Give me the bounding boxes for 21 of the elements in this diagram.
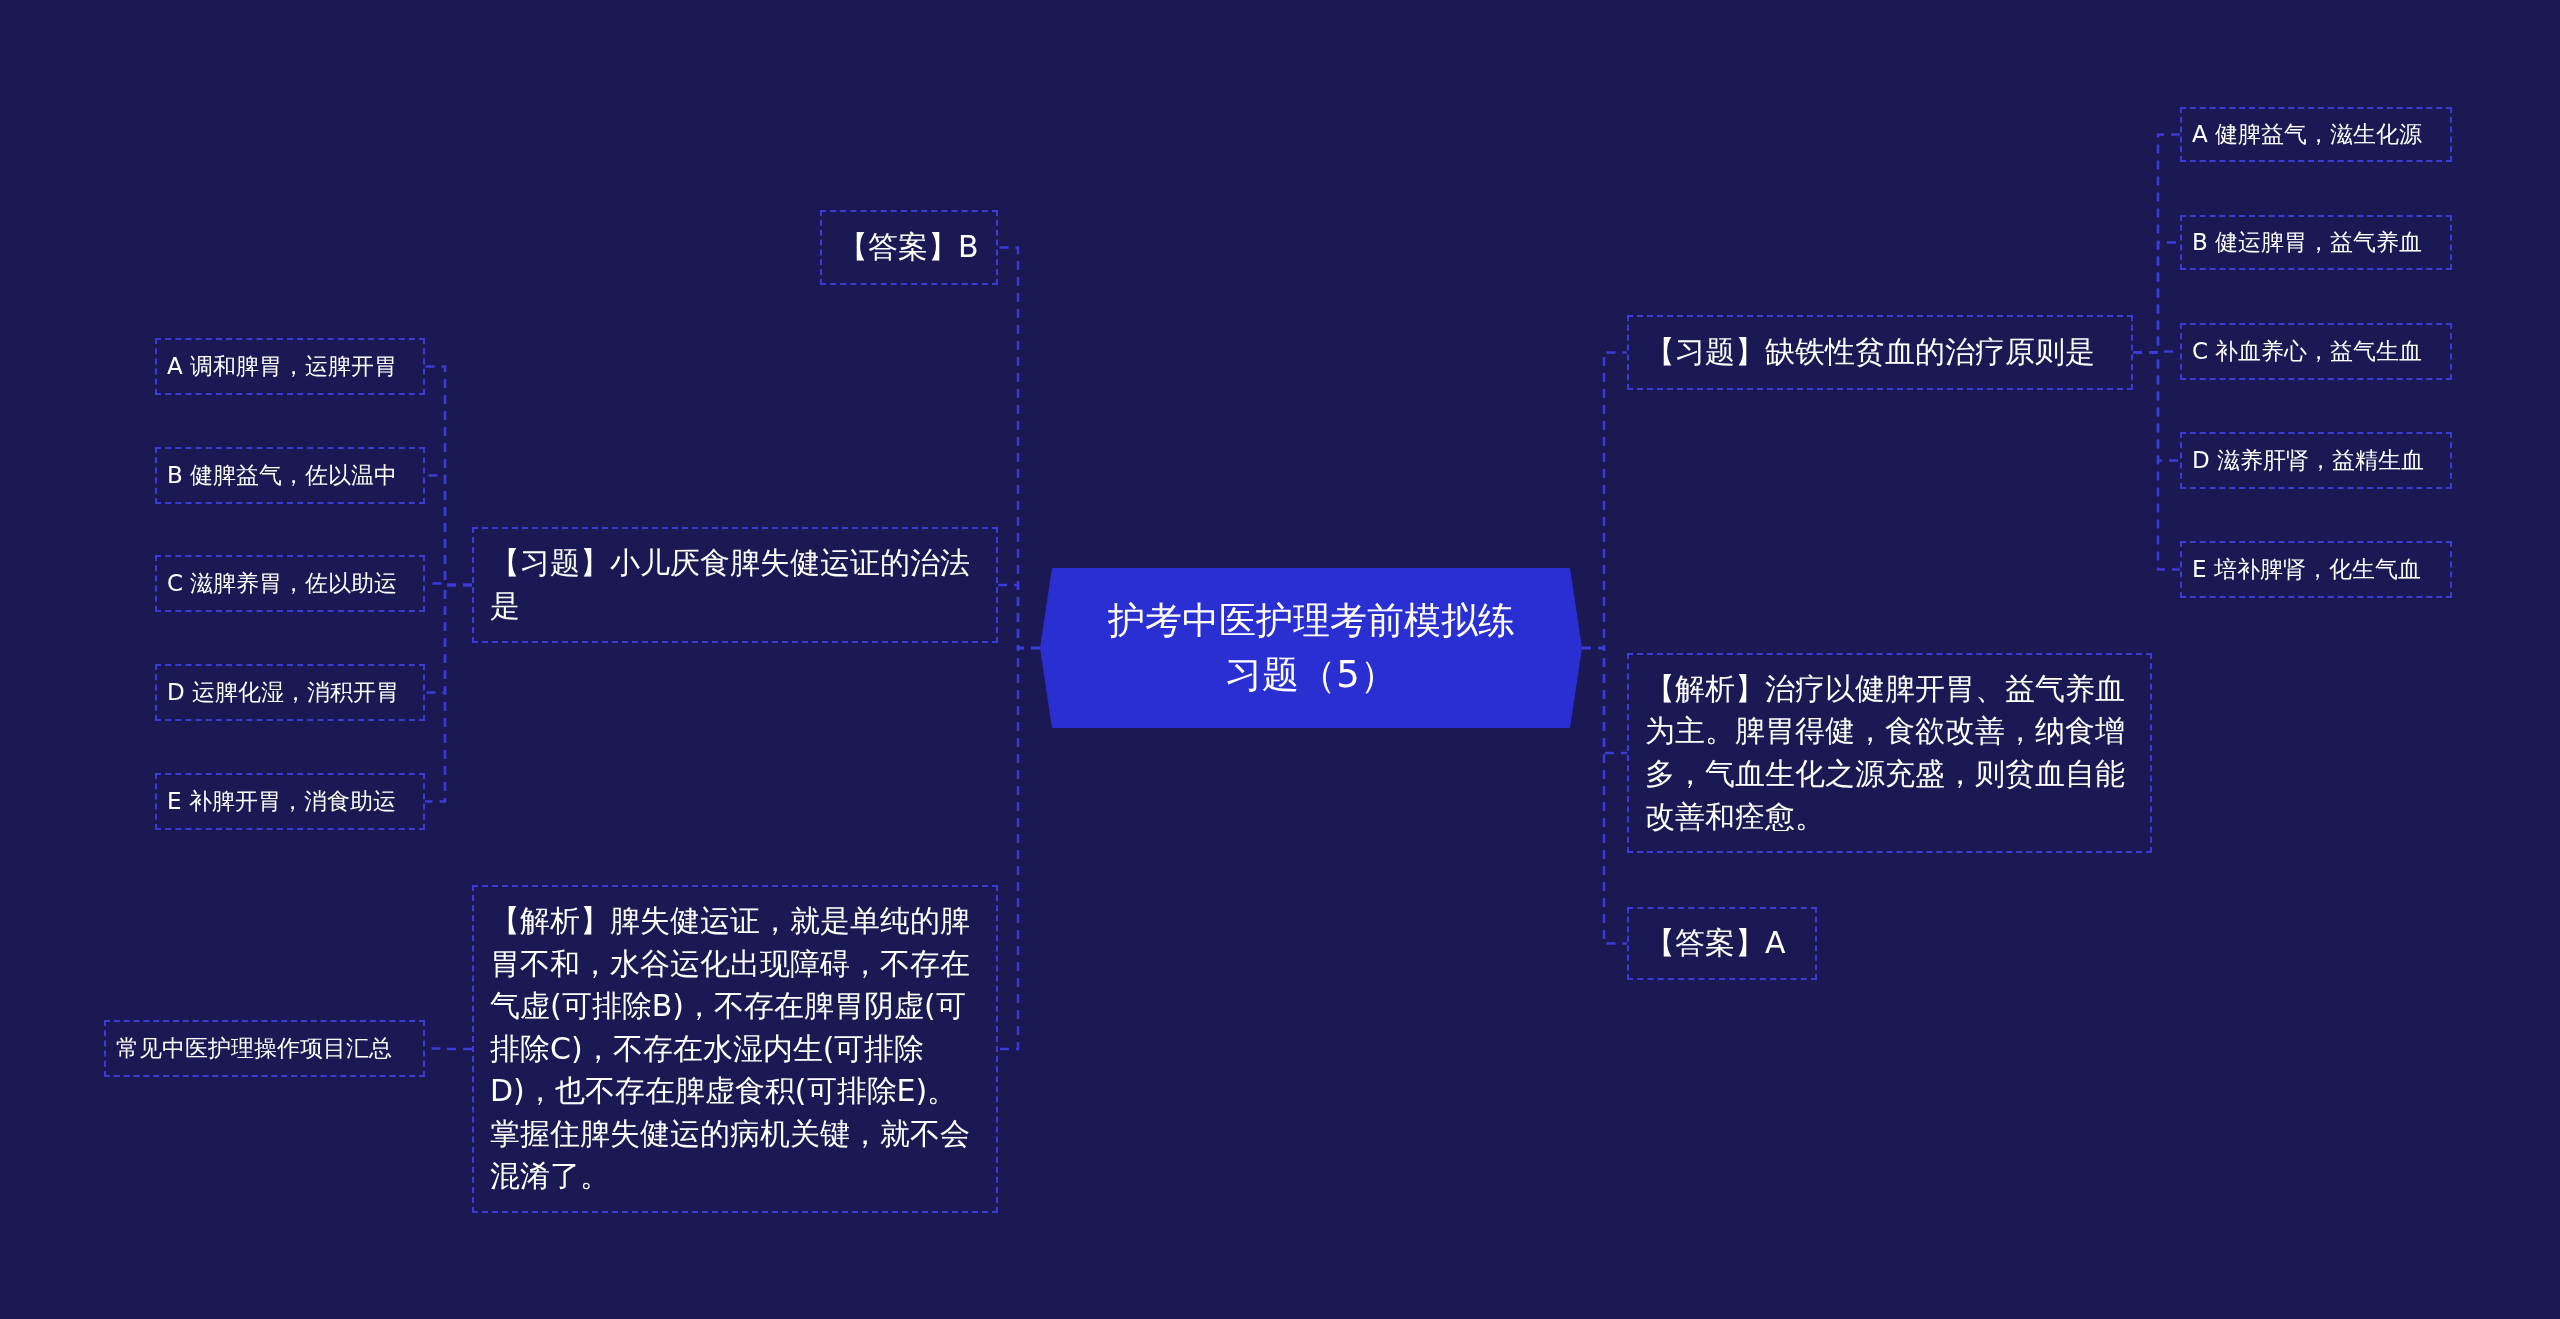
explanation-box: 【解析】治疗以健脾开胃、益气养血为主。脾胃得健，食欲改善，纳食增多，气血生化之源充盛，则贫血自能改善和痊愈。 — [1627, 653, 2152, 853]
option-box: C 补血养心，益气生血 — [2180, 323, 2452, 380]
option-box: B 健运脾胃，益气养血 — [2180, 215, 2452, 270]
option-box: A 调和脾胃，运脾开胃 — [155, 338, 425, 395]
connector-line — [425, 583, 472, 803]
explanation-box: 【解析】脾失健运证，就是单纯的脾胃不和，水谷运化出现障碍，不存在气虚(可排除B)，不存在脾胃阴虚(可排除C)，不存在水湿内生(可排除D)，也不存在脾虚食积(可排除E)。掌握住脾失健运的病机关键，就不会混淆了。 — [472, 885, 998, 1213]
question-box: 【习题】缺铁性贫血的治疗原则是 — [1627, 315, 2133, 390]
question-box: 【习题】小儿厌食脾失健运证的治法是 — [472, 527, 998, 643]
option-box: B 健脾益气，佐以温中 — [155, 447, 425, 504]
option-box: D 运脾化湿，消积开胃 — [155, 664, 425, 721]
topic-box: 常见中医护理操作项目汇总 — [104, 1020, 425, 1077]
option-box: A 健脾益气，滋生化源 — [2180, 107, 2452, 162]
connector-line — [2133, 351, 2180, 571]
answer-box: 【答案】B — [820, 210, 998, 285]
option-box: E 培补脾肾，化生气血 — [2180, 541, 2452, 598]
option-box: C 滋脾养胃，佐以助运 — [155, 555, 425, 612]
connector-line — [998, 646, 1040, 1051]
connector-line — [1582, 646, 1627, 945]
answer-box: 【答案】A — [1627, 907, 1817, 980]
option-box: E 补脾开胃，消食助运 — [155, 773, 425, 830]
option-box: D 滋养肝肾，益精生血 — [2180, 432, 2452, 489]
